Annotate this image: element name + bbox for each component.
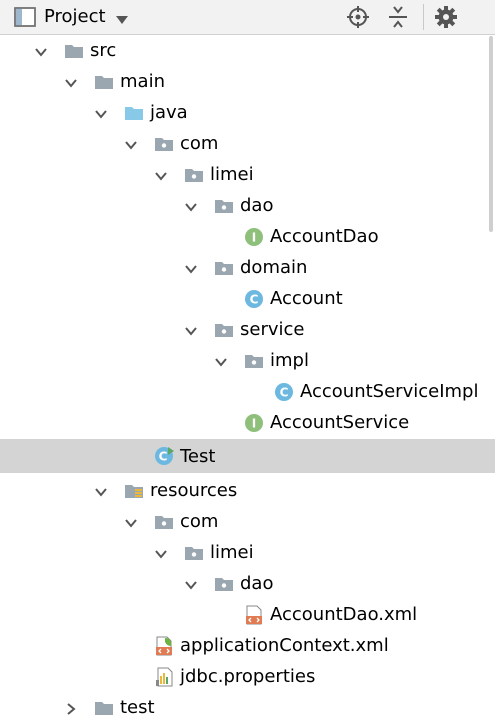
project-view-title[interactable]: Project [44,6,106,27]
class-icon: C [274,382,294,402]
tree-item-label: java [150,102,188,123]
tree-item-label: limei [210,164,254,185]
project-toolbar: Project [0,0,495,35]
tree-item-dao[interactable]: dao [0,190,495,221]
tree-item-resources[interactable]: resources [0,475,495,506]
tree-item-impl[interactable]: impl [0,345,495,376]
tree-item-label: limei [210,542,254,563]
properties-file-icon [154,667,174,687]
tree-item-res-dao[interactable]: dao [0,568,495,599]
gear-icon[interactable] [434,5,458,29]
tree-item-com[interactable]: com [0,128,495,159]
tree-item-label: com [180,511,219,532]
toolbar-separator [423,4,424,30]
tree-item-label: applicationContext.xml [180,635,389,656]
tree-item-label: AccountDao.xml [270,604,418,625]
chevron-down-icon[interactable] [94,106,108,120]
tree-item-label: com [180,133,219,154]
tree-item-src[interactable]: src [0,35,495,66]
tree-item-service[interactable]: service [0,314,495,345]
package-icon [154,512,174,532]
class-icon: C [244,289,264,309]
locate-crosshair-icon[interactable] [346,5,370,29]
package-icon [214,320,234,340]
project-view-icon [14,7,36,27]
tree-item-test-class[interactable]: C Test [0,439,495,473]
tree-item-accountdao[interactable]: I AccountDao [0,221,495,252]
tree-item-res-com[interactable]: com [0,506,495,537]
tree-item-label: jdbc.properties [180,666,316,687]
tree-item-label: main [120,71,165,92]
runnable-class-icon: C [154,446,174,466]
interface-icon: I [244,227,264,247]
package-icon [184,543,204,563]
chevron-down-icon[interactable] [124,515,138,529]
chevron-down-icon[interactable] [124,137,138,151]
svg-text:C: C [250,293,259,307]
package-icon [214,196,234,216]
tree-item-accountserviceimpl[interactable]: C AccountServiceImpl [0,376,495,407]
tree-item-label: service [240,319,305,340]
tree-item-test-folder[interactable]: test [0,692,495,718]
chevron-down-icon[interactable] [94,484,108,498]
package-icon [214,574,234,594]
tree-item-applicationcontext-xml[interactable]: applicationContext.xml [0,630,495,661]
tree-item-label: src [90,40,117,61]
tree-item-label: impl [270,350,309,371]
tree-item-label: AccountServiceImpl [300,381,479,402]
vertical-scrollbar[interactable] [489,36,493,232]
tree-item-res-limei[interactable]: limei [0,537,495,568]
chevron-down-icon[interactable] [184,323,198,337]
tree-item-accountdao-xml[interactable]: AccountDao.xml [0,599,495,630]
tree-item-main[interactable]: main [0,66,495,97]
tree-item-domain[interactable]: domain [0,252,495,283]
chevron-down-icon[interactable] [214,354,228,368]
spring-xml-file-icon [154,636,174,656]
package-icon [214,258,234,278]
tree-item-label: resources [150,480,238,501]
resources-folder-icon [124,481,144,501]
chevron-down-icon[interactable] [115,11,129,24]
source-folder-icon [124,103,144,123]
package-icon [184,165,204,185]
tree-item-label: Account [270,288,343,309]
folder-icon [94,72,114,92]
tree-item-account[interactable]: C Account [0,283,495,314]
chevron-down-icon[interactable] [34,44,48,58]
tree-item-label: AccountDao [270,226,379,247]
svg-text:I: I [252,231,256,245]
project-tree: src main java com [0,35,495,718]
tree-item-java[interactable]: java [0,97,495,128]
tree-item-label: domain [240,257,308,278]
tree-item-label: dao [240,573,274,594]
chevron-down-icon[interactable] [184,577,198,591]
interface-icon: I [244,413,264,433]
xml-file-icon [244,605,264,625]
chevron-down-icon[interactable] [154,546,168,560]
folder-icon [64,41,84,61]
tree-item-accountservice[interactable]: I AccountService [0,407,495,438]
chevron-right-icon[interactable] [64,701,78,715]
folder-icon [94,698,114,718]
package-icon [154,134,174,154]
tree-item-jdbc-properties[interactable]: jdbc.properties [0,661,495,692]
chevron-down-icon[interactable] [154,168,168,182]
chevron-down-icon[interactable] [64,75,78,89]
tree-item-label: AccountService [270,412,410,433]
tree-item-label: Test [180,446,216,467]
tree-item-limei[interactable]: limei [0,159,495,190]
collapse-all-icon[interactable] [386,5,410,29]
chevron-down-icon[interactable] [184,199,198,213]
svg-text:C: C [280,386,289,400]
tree-item-label: test [120,697,155,718]
svg-text:C: C [159,450,168,464]
chevron-down-icon[interactable] [184,261,198,275]
svg-text:I: I [252,417,256,431]
package-icon [244,351,264,371]
tree-item-label: dao [240,195,274,216]
